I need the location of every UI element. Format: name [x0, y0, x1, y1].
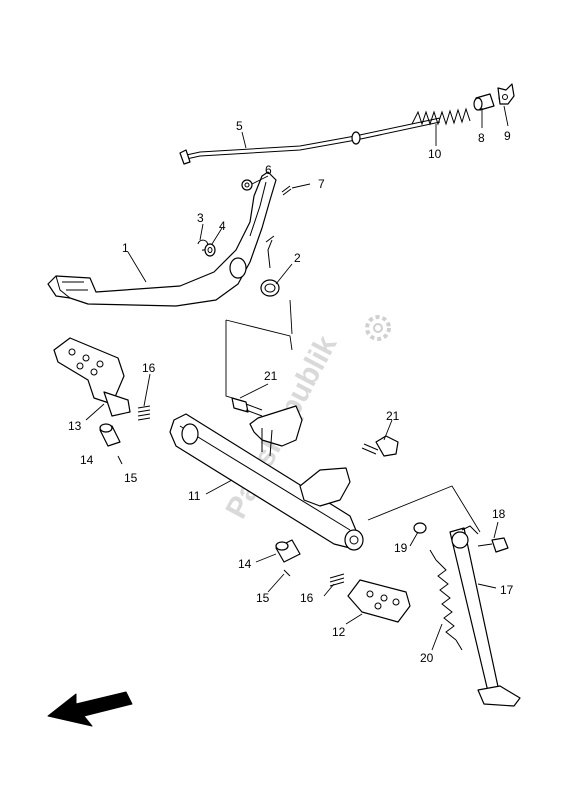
callout-1: 1 — [122, 241, 129, 255]
footrest-bracket — [169, 405, 364, 551]
callout-16: 16 — [142, 361, 156, 375]
brake-rod — [179, 117, 441, 165]
washer — [204, 243, 216, 257]
callout-21: 21 — [264, 369, 278, 383]
callout-13: 13 — [68, 419, 82, 433]
callout-6: 6 — [265, 163, 272, 177]
callout-3: 3 — [197, 211, 204, 225]
callout-8: 8 — [478, 131, 485, 145]
gear-icon — [365, 315, 391, 341]
callout-15: 15 — [124, 471, 138, 485]
callout-20: 20 — [420, 651, 434, 665]
pedal-spring — [260, 235, 280, 297]
footrest-pin — [275, 539, 301, 563]
callout-19: 19 — [394, 541, 408, 555]
assembly-line — [289, 299, 293, 335]
callout-10: 10 — [428, 147, 442, 161]
callout-21: 21 — [386, 409, 400, 423]
brake-pedal — [47, 171, 277, 307]
sidestand-bolt — [477, 537, 509, 553]
callout-7: 7 — [318, 177, 325, 191]
callout-15: 15 — [256, 591, 270, 605]
cotter-pin — [281, 185, 292, 196]
footrest-left — [53, 337, 131, 417]
callout-5: 5 — [236, 119, 243, 133]
arrow-left-down-icon — [47, 691, 133, 727]
callout-labels: 1 2 3 4 5 6 7 8 9 10 11 12 13 14 14 15 1… — [68, 119, 514, 665]
footrest-spring — [329, 573, 345, 587]
callout-14: 14 — [238, 557, 252, 571]
callout-18: 18 — [492, 507, 506, 521]
callout-4: 4 — [219, 219, 226, 233]
callout-14: 14 — [80, 453, 94, 467]
callout-leaders — [85, 105, 509, 651]
assembly-line — [367, 485, 481, 533]
callout-11: 11 — [188, 489, 201, 503]
brake-rod-joint — [473, 93, 495, 111]
wing-nut — [497, 83, 515, 105]
callout-17: 17 — [500, 583, 514, 597]
nut — [413, 522, 427, 534]
cotter-pin — [283, 569, 291, 577]
footrest-spring — [137, 405, 151, 421]
callout-9: 9 — [504, 129, 511, 143]
callout-2: 2 — [294, 251, 301, 265]
callout-16: 16 — [300, 591, 314, 605]
footrest-right — [347, 579, 411, 623]
washer-small — [241, 179, 253, 191]
cotter-pin — [117, 455, 123, 465]
brake-rod-spring — [411, 107, 471, 126]
callout-12: 12 — [332, 625, 346, 639]
bolt — [361, 435, 399, 457]
sidestand-spring — [429, 549, 463, 651]
bolt — [231, 397, 263, 417]
footrest-pin — [99, 423, 121, 447]
sidestand — [449, 525, 521, 707]
